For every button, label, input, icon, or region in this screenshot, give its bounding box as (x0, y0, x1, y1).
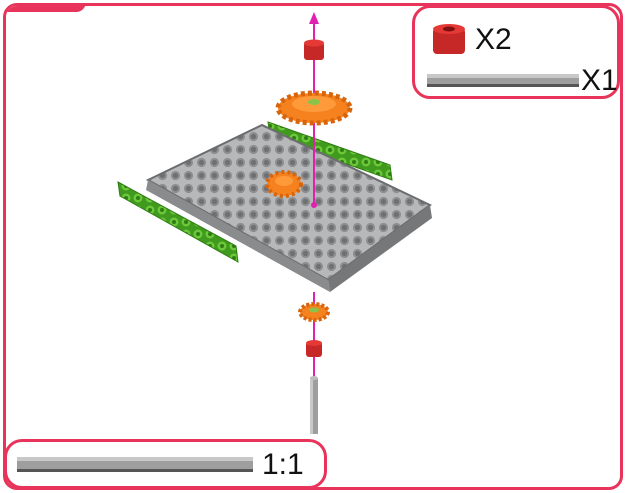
gray-axle (310, 376, 318, 434)
gray-grid-plate (146, 125, 432, 292)
red-spacer-top (304, 40, 324, 61)
scale-reference-box: 1:1 (4, 439, 327, 489)
small-orange-gear-bottom (300, 304, 328, 320)
axle-scale-icon (17, 453, 253, 477)
scale-label: 1:1 (262, 450, 304, 480)
large-orange-gear (278, 93, 350, 123)
red-spacer-bottom (306, 340, 322, 357)
small-orange-gear-on-plate (267, 172, 301, 196)
